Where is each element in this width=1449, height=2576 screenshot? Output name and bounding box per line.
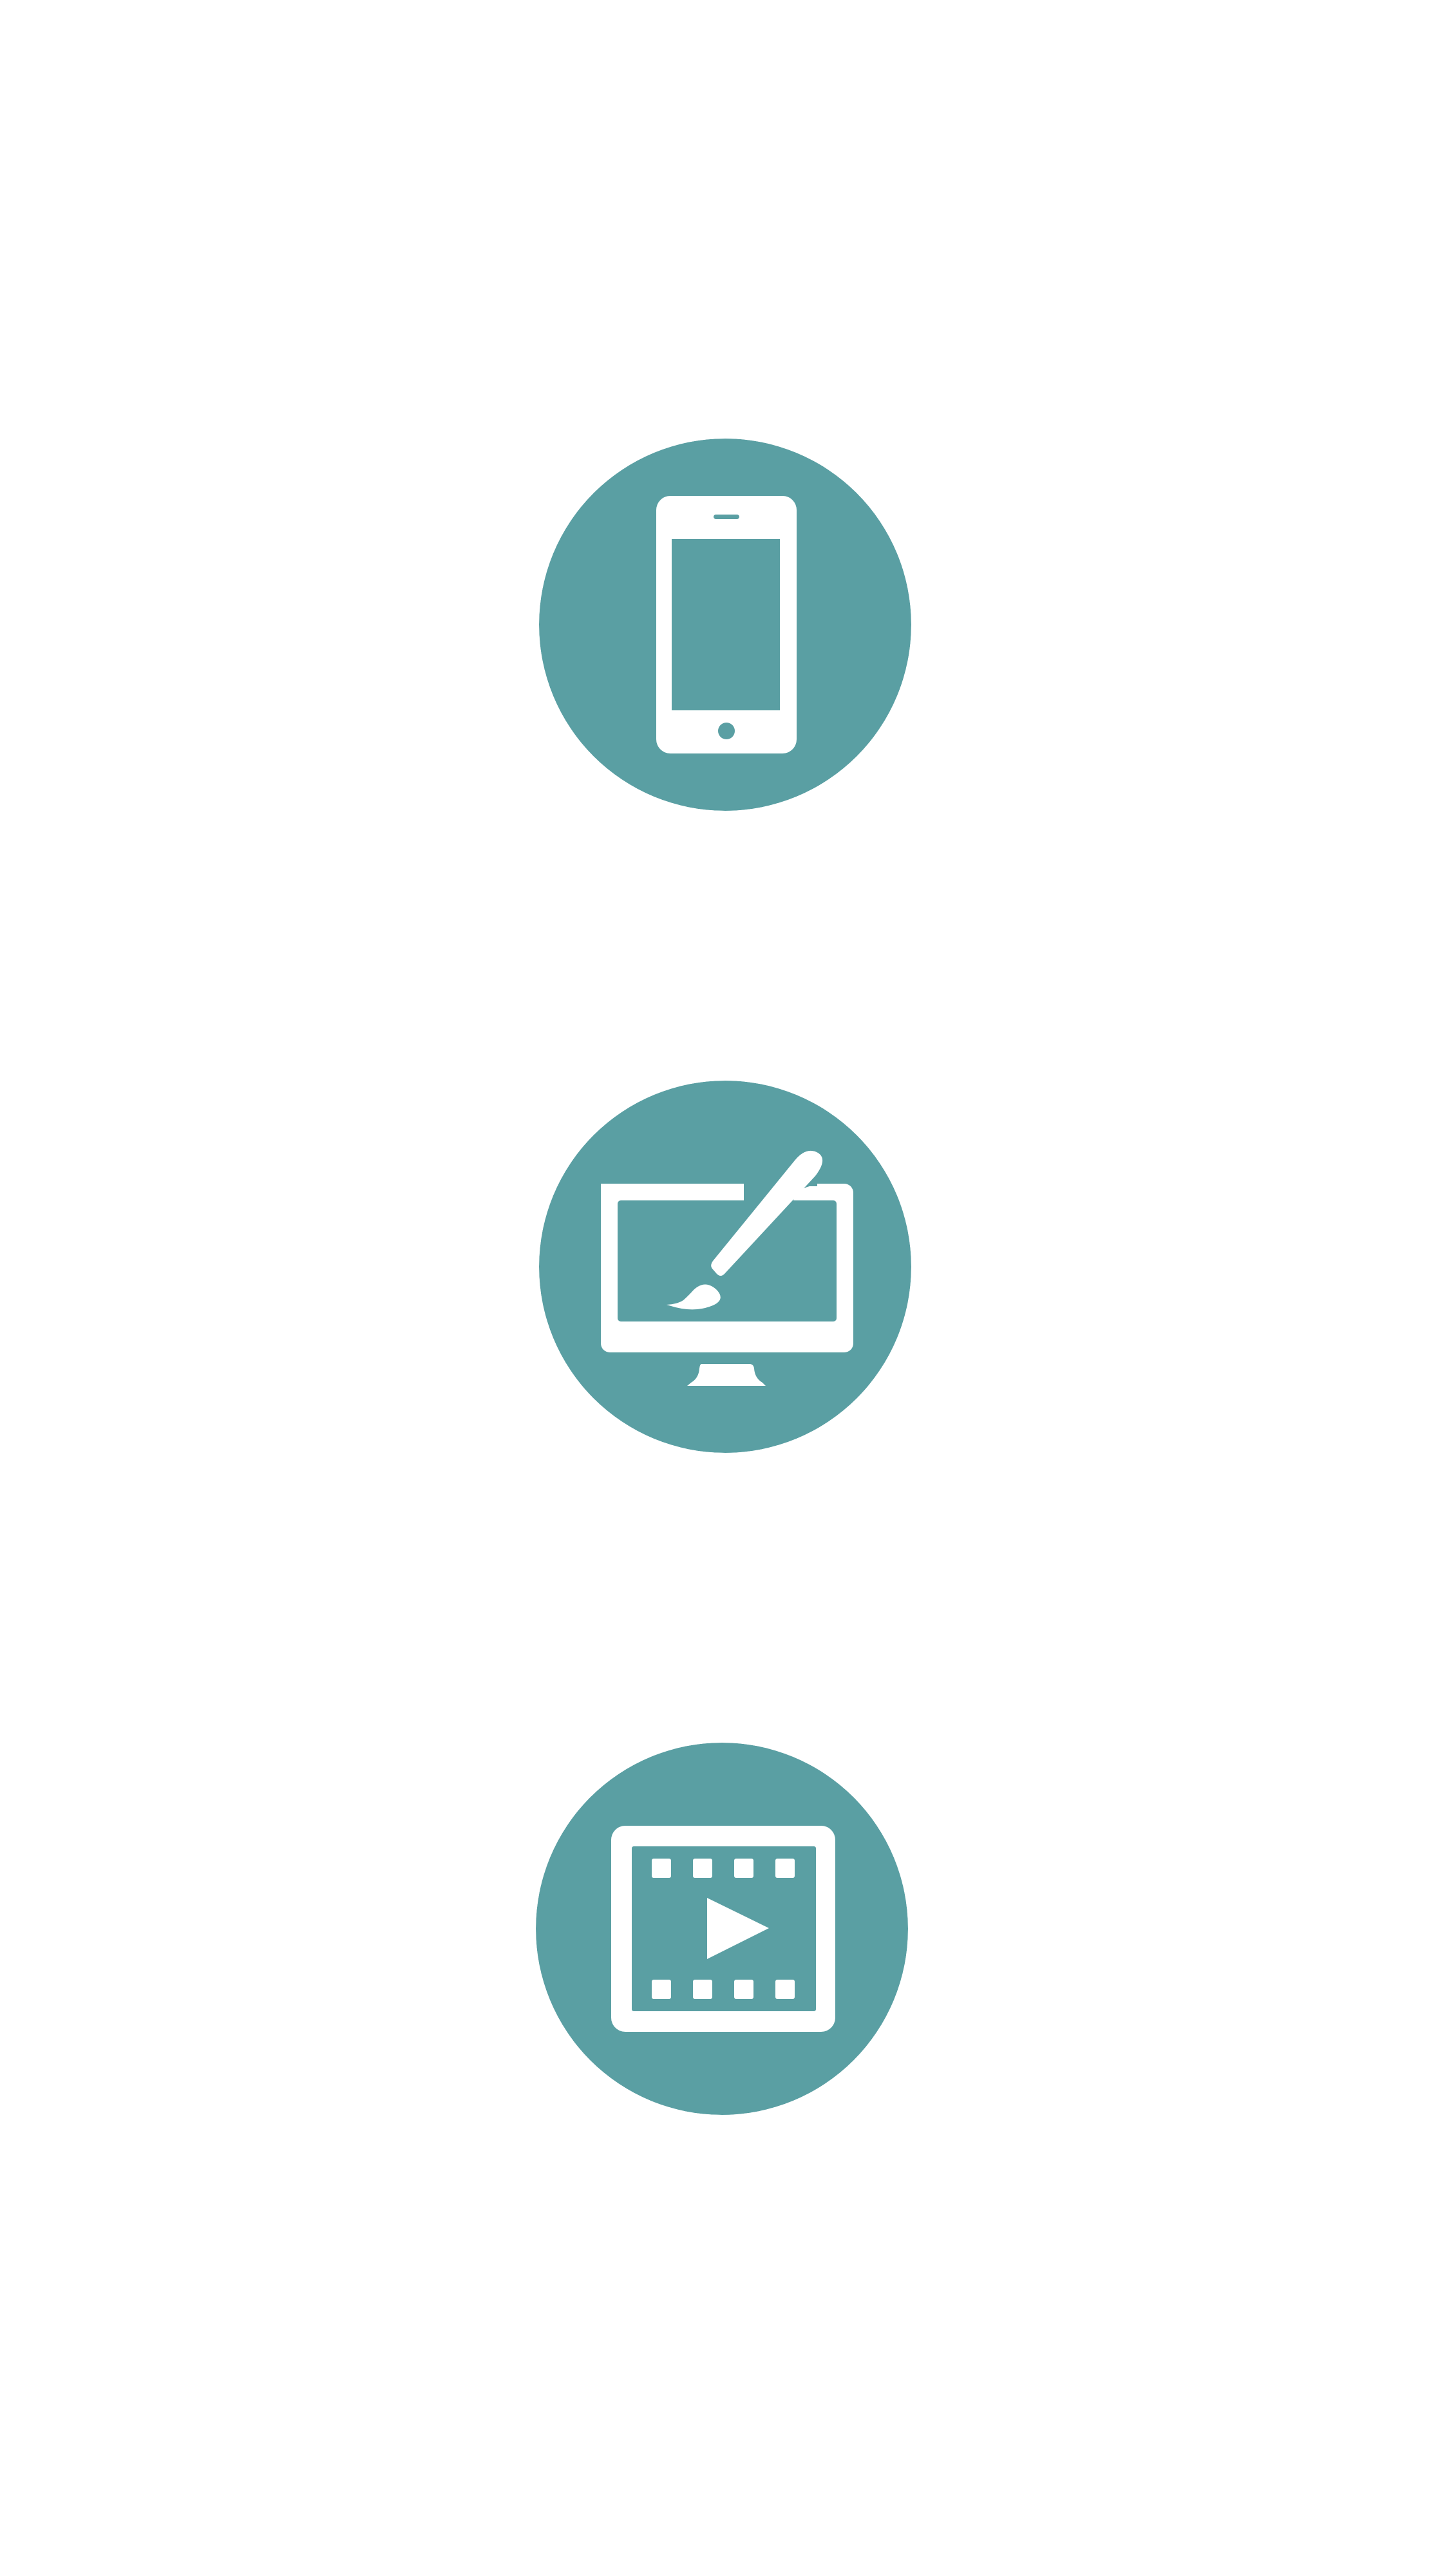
monitor-paintbrush-icon xyxy=(539,1081,911,1453)
phone-speaker xyxy=(714,515,739,519)
play-triangle xyxy=(707,1898,769,1959)
sprocket-hole xyxy=(734,1859,753,1878)
sprocket-hole xyxy=(693,1859,712,1878)
sprocket-hole xyxy=(775,1859,795,1878)
frame-top-left xyxy=(601,1184,744,1200)
phone-screen xyxy=(672,539,780,710)
sprocket-hole xyxy=(652,1859,671,1878)
frame-top-right xyxy=(793,1186,853,1200)
sprocket-hole xyxy=(734,1980,753,1999)
sprocket-hole xyxy=(693,1980,712,1999)
video-film-play-icon-graphic xyxy=(536,1743,908,2115)
paintbrush-handle xyxy=(711,1150,823,1276)
smartphone-icon-graphic xyxy=(539,439,911,811)
monitor-paintbrush-icon-graphic xyxy=(539,1081,911,1453)
sprocket-hole xyxy=(652,1980,671,1999)
phone-home-button xyxy=(718,723,735,739)
video-film-play-icon xyxy=(536,1743,908,2115)
smartphone-icon xyxy=(539,439,911,811)
paintbrush-tip xyxy=(667,1284,721,1310)
monitor-stand xyxy=(687,1364,766,1386)
sprocket-hole xyxy=(775,1980,795,1999)
